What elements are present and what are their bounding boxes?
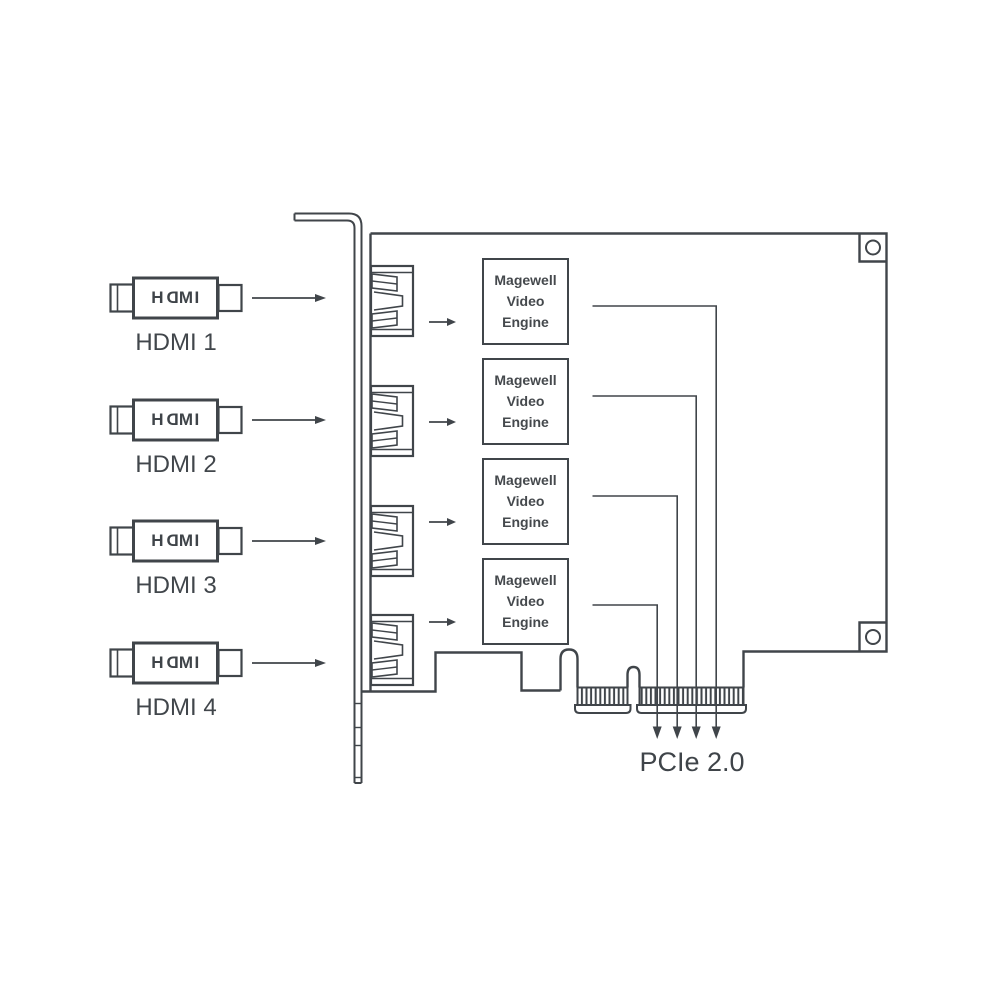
engine-text-line: Engine: [502, 514, 549, 530]
video-engine-box: Magewell Video Engine: [482, 458, 569, 545]
hdmi-port-icon: [369, 613, 415, 687]
hdmi-input-label: HDMI 1: [135, 329, 217, 356]
hdmi-input-label: HDMI 3: [135, 572, 217, 599]
hdmi-cable-icon: [109, 398, 243, 442]
hdmi-input-label: HDMI 4: [135, 694, 217, 721]
pcie-bus-label: PCIe 2.0: [639, 747, 745, 777]
hdmi-cables: [109, 276, 243, 685]
engine-text-line: Engine: [502, 614, 549, 630]
mounting-hole-box-bottom: [858, 621, 887, 652]
arrow-right-icon: [252, 294, 326, 302]
engine-text-line: Video: [506, 593, 545, 609]
video-engine-box: Magewell Video Engine: [482, 358, 569, 445]
video-engine-box: Magewell Video Engine: [482, 258, 569, 345]
arrow-right-icon: [252, 416, 326, 424]
hdmi-cable-icon: [109, 641, 243, 685]
card-bottom-left-edge: [362, 651, 561, 693]
arrow-right-icon: [429, 618, 456, 626]
pcie-edge-connector-icon: [574, 686, 747, 714]
gold-fingers-short: [576, 686, 629, 706]
arrow-right-icon: [252, 537, 326, 545]
video-engine-box: Magewell Video Engine: [482, 558, 569, 645]
engine-text-line: Video: [506, 493, 545, 509]
engine-text-line: Magewell: [494, 572, 557, 588]
engine-text-line: Video: [506, 293, 545, 309]
hdmi-port-icon: [369, 504, 415, 578]
mounting-hole-box-top: [858, 233, 887, 263]
arrow-down-icon: [652, 726, 721, 739]
mounting-hole-icon: [865, 629, 881, 645]
engine-text-line: Magewell: [494, 472, 557, 488]
trace-engine-1: [592, 305, 717, 727]
hdmi-input-label: HDMI 2: [135, 451, 217, 478]
card-top-right-edge: [370, 232, 888, 688]
mounting-hole-icon: [865, 239, 881, 256]
trace-engine-3: [592, 495, 678, 727]
hdmi-ports: [369, 264, 415, 687]
arrow-right-icon: [429, 518, 456, 526]
engine-text-line: Video: [506, 393, 545, 409]
hdmi-cable-icon: [109, 276, 243, 320]
engine-text-line: Magewell: [494, 272, 557, 288]
hdmi-cable-icon: [109, 519, 243, 563]
connector-key-notch: [626, 665, 641, 688]
arrow-right-icon: [252, 659, 326, 667]
connector-key-tab-left: [559, 648, 579, 691]
hdmi-port-icon: [369, 384, 415, 458]
pci-bracket-icon: [293, 212, 363, 784]
hdmi-port-icon: [369, 264, 415, 338]
arrow-right-icon: [429, 318, 456, 326]
bracket-tick-marks: [353, 702, 363, 779]
engine-text-line: Engine: [502, 414, 549, 430]
engine-text-line: Magewell: [494, 372, 557, 388]
signal-traces: [592, 305, 721, 739]
port-to-engine-arrows: [429, 318, 456, 626]
cable-to-port-arrows: [252, 294, 326, 667]
gold-fingers-long: [638, 686, 745, 706]
trace-engine-4: [592, 604, 658, 727]
trace-engine-2: [592, 395, 697, 727]
engine-text-line: Engine: [502, 314, 549, 330]
arrow-right-icon: [429, 418, 456, 426]
